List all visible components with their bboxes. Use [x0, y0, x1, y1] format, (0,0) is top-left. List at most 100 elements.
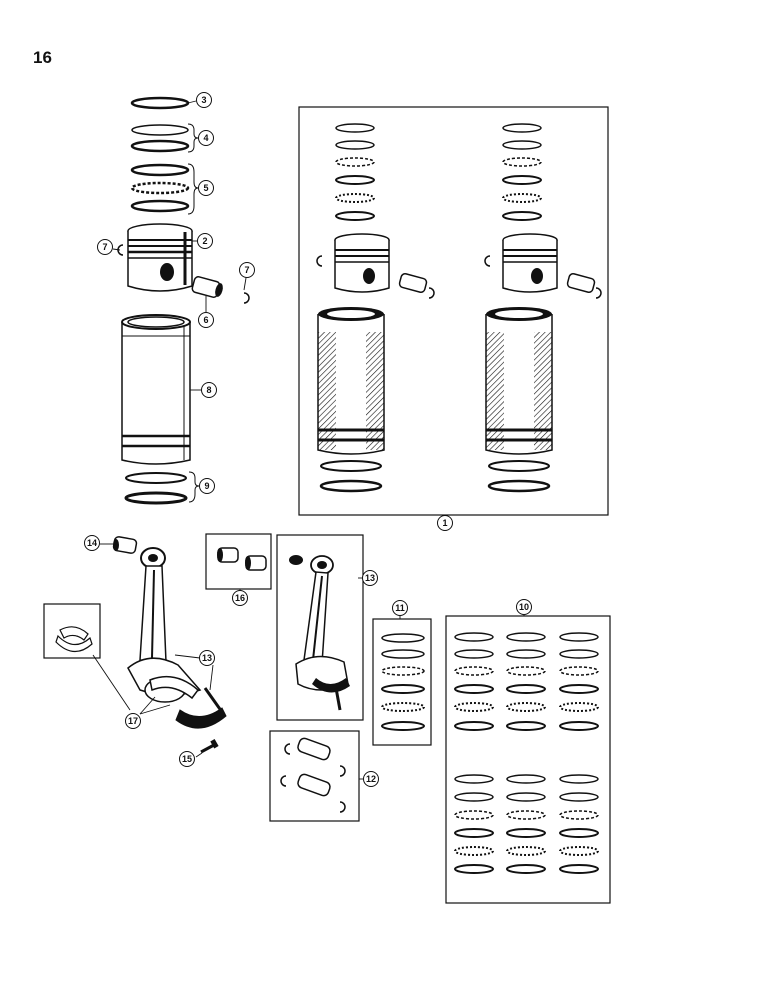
svg-text:10: 10 [519, 602, 529, 612]
ring [559, 684, 599, 694]
svg-text:7: 7 [102, 242, 107, 252]
callout-6: 6 [198, 312, 214, 328]
compression-rings [130, 124, 190, 153]
piston-pin [191, 276, 223, 298]
piston-pin-bushing [112, 536, 138, 554]
ring [506, 792, 546, 802]
svg-text:14: 14 [87, 538, 97, 548]
svg-text:3: 3 [201, 95, 206, 105]
callout-4: 4 [198, 130, 214, 146]
ring [559, 666, 599, 676]
callout-2: 2 [197, 233, 213, 249]
svg-text:16: 16 [235, 593, 245, 603]
page-number: 16 [33, 48, 52, 67]
callout-11: 11 [392, 600, 408, 616]
ring [454, 632, 494, 642]
snap-ring-right [243, 292, 250, 304]
multi-ring-set-box [445, 615, 611, 904]
ring [506, 666, 546, 676]
ring [559, 632, 599, 642]
callout-7-right: 7 [239, 262, 255, 278]
ring [506, 810, 546, 820]
svg-text:13: 13 [365, 573, 375, 583]
callout-16: 16 [232, 590, 248, 606]
ring [506, 632, 546, 642]
svg-text:9: 9 [204, 481, 209, 491]
rod-assembly-box [276, 534, 364, 721]
ring [506, 846, 546, 856]
pin-kit-box [269, 730, 360, 822]
ring [454, 828, 494, 838]
ring [506, 721, 546, 731]
callout-3: 3 [196, 92, 212, 108]
piston-sleeve-kit-b [484, 123, 602, 493]
svg-text:1: 1 [442, 518, 447, 528]
piston-pin-kit [280, 737, 346, 813]
ring [454, 846, 494, 856]
svg-text:5: 5 [203, 183, 208, 193]
piston-pin-bushings [217, 547, 267, 571]
ring [559, 774, 599, 784]
callout-9: 9 [199, 478, 215, 494]
svg-text:7: 7 [244, 265, 249, 275]
ring [506, 864, 546, 874]
ring [506, 684, 546, 694]
ring [559, 810, 599, 820]
callout-10: 10 [516, 599, 532, 615]
ring [506, 649, 546, 659]
svg-text:8: 8 [206, 385, 211, 395]
kit-box-1 [298, 106, 609, 516]
bearing-kit-box [43, 603, 101, 659]
callout-13-rod: 13 [199, 650, 215, 666]
svg-text:13: 13 [202, 653, 212, 663]
ring [454, 666, 494, 676]
callout-7-left: 7 [97, 239, 113, 255]
rod-cap-bolt [200, 739, 219, 754]
ring [454, 684, 494, 694]
svg-text:17: 17 [128, 716, 138, 726]
ring [559, 864, 599, 874]
callout-12: 12 [363, 771, 379, 787]
ring [559, 828, 599, 838]
svg-text:2: 2 [202, 236, 207, 246]
bushing-kit-box [205, 533, 272, 590]
ring [506, 774, 546, 784]
connecting-rod-cap [175, 687, 227, 729]
callout-14: 14 [84, 535, 100, 551]
ring [559, 792, 599, 802]
ring [506, 828, 546, 838]
callout-8: 8 [201, 382, 217, 398]
ring [559, 846, 599, 856]
callout-17: 17 [125, 713, 141, 729]
svg-text:11: 11 [395, 603, 405, 613]
cylinder-sleeve [121, 314, 191, 465]
ring [454, 702, 494, 712]
ring [506, 702, 546, 712]
callout-1: 1 [437, 515, 453, 531]
rod-bearing-halves [149, 675, 200, 700]
ring [454, 792, 494, 802]
piston-ring-top [130, 96, 190, 110]
ring-set [381, 633, 425, 731]
ring [454, 864, 494, 874]
connecting-rod-assembly [289, 555, 350, 711]
ring [559, 721, 599, 731]
ring [454, 649, 494, 659]
ring [454, 810, 494, 820]
multi-ring-sets [454, 632, 599, 874]
callout-layer: 1 2 3 4 5 6 7 7 8 9 10 11 12 13 13 14 15… [84, 92, 532, 787]
callout-5: 5 [198, 180, 214, 196]
piston [127, 223, 193, 292]
svg-text:6: 6 [203, 315, 208, 325]
callout-15: 15 [179, 751, 195, 767]
ring [559, 649, 599, 659]
svg-text:15: 15 [182, 754, 192, 764]
ring [454, 721, 494, 731]
oil-rings [130, 163, 190, 213]
bearing-kit [55, 626, 93, 653]
svg-text:12: 12 [366, 774, 376, 784]
ring [559, 702, 599, 712]
piston-sleeve-kit-a [316, 123, 435, 493]
ring [454, 774, 494, 784]
